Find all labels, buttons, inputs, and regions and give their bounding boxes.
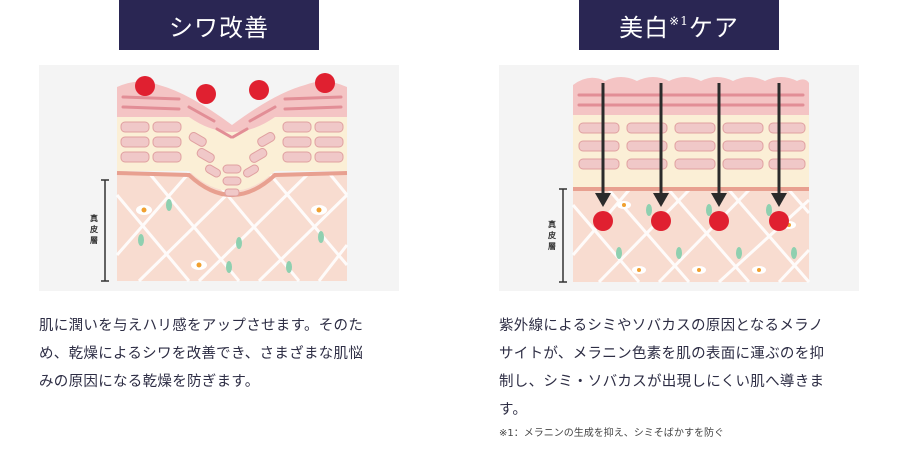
description-line: 肌に潤いを与えハリ感をアップさせます。そのた: [39, 318, 364, 334]
whitening-skin-illustration: 真 皮 層: [545, 77, 811, 284]
whitening-title-suffix: ケア: [688, 13, 739, 42]
dermis-label-char: 皮: [547, 230, 556, 240]
whitening-title-superscript: ※1: [669, 14, 689, 28]
wrinkle-skin-illustration: 真 皮 層: [87, 73, 349, 283]
description-line: 制し、シミ・ソバカスが出現しにくい肌へ導きま: [499, 374, 825, 390]
whitening-footnote: ※1：メラニンの生成を抑え、シミそばかすを防ぐ: [499, 428, 724, 439]
wrinkle-title-text: シワ改善: [169, 13, 269, 42]
dermis-label-char: 層: [90, 236, 98, 245]
wrinkle-title: シワ改善: [119, 0, 319, 50]
description-line: す。: [499, 402, 528, 418]
dermis-label-char: 真: [548, 219, 556, 229]
whitening-illustration-panel: 真 皮 層: [499, 65, 859, 291]
description-line: みの原因になる乾燥を防ぎます。: [39, 374, 260, 390]
description-line: サイトが、メラニン色素を肌の表面に運ぶのを抑: [499, 346, 825, 362]
description-line: め、乾燥によるシワを改善でき、さまざまな肌悩: [39, 346, 364, 362]
dermis-label-char: 層: [548, 242, 556, 251]
dermis-label-char: 皮: [89, 224, 98, 234]
wrinkle-description: 肌に潤いを与えハリ感をアップさせます。そのた め、乾燥によるシワを改善でき、さま…: [39, 312, 409, 396]
description-line: 紫外線によるシミやソバカスの原因となるメラノ: [499, 318, 824, 334]
wrinkle-illustration-panel: 真 皮 層: [39, 65, 399, 291]
dermis-label-char: 真: [90, 213, 98, 223]
whitening-description: 紫外線によるシミやソバカスの原因となるメラノ サイトが、メラニン色素を肌の表面に…: [499, 312, 869, 424]
whitening-title-text: 美白: [619, 13, 670, 42]
